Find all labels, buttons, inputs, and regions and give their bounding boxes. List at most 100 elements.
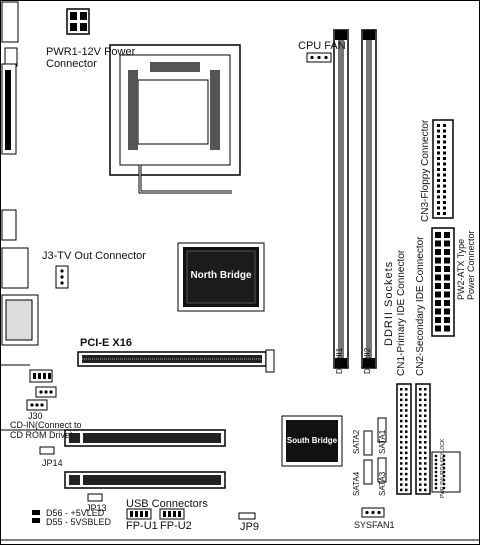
pw2-atx-power-connector-icon bbox=[431, 227, 455, 337]
j30-header-icon bbox=[35, 386, 57, 398]
cn1-primary-ide-connector-icon bbox=[396, 383, 412, 495]
cpu-fan-label: CPU FAN bbox=[298, 40, 346, 52]
connector-pin bbox=[424, 483, 427, 486]
connector-pin bbox=[419, 488, 422, 492]
connector-pin bbox=[443, 135, 446, 138]
connector-pin bbox=[419, 393, 422, 396]
connector-pin bbox=[437, 190, 440, 193]
cd-in-connector-icon bbox=[26, 399, 48, 411]
connector-pin bbox=[419, 425, 422, 428]
connector-pin bbox=[400, 430, 403, 433]
connector-pin bbox=[424, 446, 427, 449]
connector-pin bbox=[419, 478, 422, 481]
j3-tv-out-label: J3-TV Out Connector bbox=[42, 250, 146, 262]
connector-pin bbox=[444, 291, 450, 298]
connector-pin bbox=[424, 435, 427, 439]
cn2-secondary-ide-connector-icon bbox=[415, 383, 431, 495]
connector-pin bbox=[405, 425, 408, 428]
ddrii1-label: DDRII1 bbox=[335, 347, 344, 374]
connector-pin bbox=[437, 195, 440, 199]
connector-pin bbox=[400, 488, 403, 492]
connector-pin bbox=[405, 393, 408, 396]
connector-pin bbox=[442, 466, 446, 470]
connector-pin bbox=[435, 300, 441, 306]
north-bridge-chip bbox=[177, 242, 265, 312]
jp14-label: JP14 bbox=[42, 458, 63, 468]
connector-pin bbox=[400, 472, 403, 476]
connector-pin bbox=[443, 140, 446, 144]
connector-pin bbox=[405, 456, 408, 460]
connector-pin bbox=[405, 446, 408, 449]
jp13-label: JP13 bbox=[86, 503, 107, 513]
connector-pin bbox=[442, 482, 446, 486]
connector-pin bbox=[419, 414, 422, 417]
connector-pin bbox=[443, 190, 446, 193]
fp-u2-usb-header-icon bbox=[159, 508, 185, 520]
connector-pin bbox=[444, 283, 450, 289]
connector-pin bbox=[400, 393, 403, 396]
connector-pin bbox=[400, 462, 403, 465]
connector-pin bbox=[434, 474, 438, 478]
connector-pin bbox=[424, 467, 427, 470]
connector-pin bbox=[419, 446, 422, 449]
sata2-label: SATA2 bbox=[352, 429, 361, 454]
connector-pin bbox=[424, 441, 427, 444]
jp9-jumper-icon bbox=[238, 512, 256, 520]
connector-pin bbox=[442, 478, 446, 482]
connector-pin bbox=[405, 441, 408, 444]
cn1-primary-ide-label: CN1-Primary IDE Connector bbox=[396, 249, 407, 376]
connector-pin bbox=[443, 184, 446, 188]
connector-pin bbox=[443, 179, 446, 182]
connector-pin bbox=[424, 398, 427, 402]
connector-pin bbox=[424, 462, 427, 465]
connector-pin bbox=[405, 430, 408, 433]
connector-pin bbox=[405, 409, 408, 412]
connector-pin bbox=[444, 274, 450, 281]
connector-pin bbox=[405, 435, 408, 439]
connector-pin bbox=[443, 146, 446, 149]
jp13-jumper-icon bbox=[87, 493, 103, 502]
connector-pin bbox=[400, 398, 403, 402]
connector-pin bbox=[424, 419, 427, 423]
connector-pin bbox=[419, 388, 422, 391]
connector-pin bbox=[400, 467, 403, 470]
connector-pin bbox=[400, 403, 403, 407]
connector-pin bbox=[405, 483, 408, 486]
connector-pin bbox=[434, 486, 438, 490]
cn3-floppy-connector-icon bbox=[432, 119, 454, 219]
connector-pin bbox=[435, 325, 441, 332]
connector-pin bbox=[419, 403, 422, 407]
connector-pin bbox=[435, 249, 441, 255]
connector-pin bbox=[405, 462, 408, 465]
connector-pin bbox=[443, 124, 446, 127]
connector-pin bbox=[442, 486, 446, 490]
connector-pin bbox=[400, 388, 403, 391]
j30-label: J30 bbox=[28, 411, 43, 421]
sata4-label: SATA4 bbox=[352, 471, 361, 496]
north-bridge-label: North Bridge bbox=[190, 270, 252, 281]
south-bridge-label: South Bridge bbox=[286, 436, 338, 445]
front-audio-header-icon bbox=[29, 369, 53, 383]
fp-u1-label: FP-U1 bbox=[126, 520, 158, 532]
pcie-x16-slot bbox=[77, 349, 275, 373]
cn2-secondary-ide-label: CN2-Secondary IDE Connector bbox=[415, 236, 426, 376]
pw2-atx-label: PW2-ATX Type bbox=[456, 238, 466, 300]
connector-pin bbox=[442, 474, 446, 478]
connector-pin bbox=[434, 478, 438, 482]
connector-pin bbox=[444, 249, 450, 255]
connector-pin bbox=[435, 266, 441, 272]
fp-u1-usb-header-icon bbox=[126, 508, 152, 520]
d56-led-icon bbox=[32, 510, 40, 515]
sysfan1-label: SYSFAN1 bbox=[354, 520, 395, 530]
connector-pin bbox=[444, 240, 450, 247]
connector-pin bbox=[435, 317, 441, 323]
connector-pin bbox=[434, 454, 438, 458]
connector-pin bbox=[400, 478, 403, 481]
connector-pin bbox=[405, 403, 408, 407]
connector-pin bbox=[437, 179, 440, 182]
connector-pin bbox=[424, 388, 427, 391]
connector-pin bbox=[435, 257, 441, 264]
cpu-socket bbox=[109, 44, 241, 194]
connector-pin bbox=[443, 129, 446, 133]
d56-label: D56 - +5VLED bbox=[46, 508, 105, 518]
